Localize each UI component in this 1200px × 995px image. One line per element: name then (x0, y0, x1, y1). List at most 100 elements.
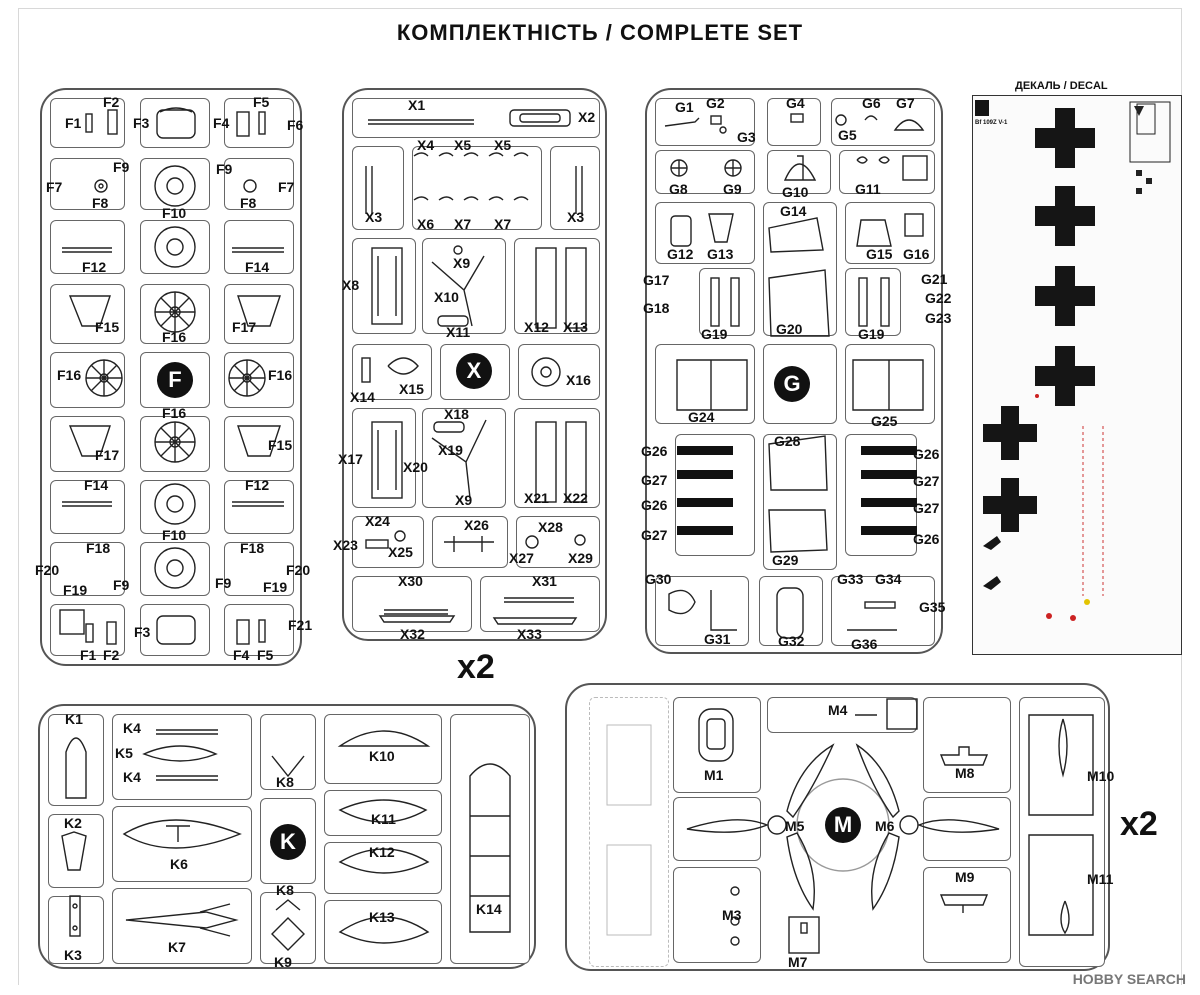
part-label: X27 (509, 550, 534, 566)
cell (224, 480, 294, 534)
part-label: G23 (925, 310, 952, 326)
part-label: X18 (444, 406, 469, 422)
part-label: G35 (919, 599, 946, 615)
part-label: X4 (417, 137, 435, 153)
part-label: M7 (788, 954, 808, 970)
part-label: M5 (785, 818, 805, 834)
part-label: X24 (365, 513, 390, 529)
part-label: G16 (903, 246, 930, 262)
part-label: G5 (838, 127, 857, 143)
cell (831, 576, 935, 646)
cell (352, 146, 404, 230)
frame-left (18, 8, 19, 985)
part-label: G19 (858, 326, 885, 342)
part-label: F20 (286, 562, 311, 578)
part-label: G26 (641, 497, 668, 513)
part-label: K14 (476, 901, 502, 917)
part-label: X13 (563, 319, 588, 335)
part-label: K5 (115, 745, 133, 761)
part-label: K10 (369, 748, 395, 764)
part-label: X23 (333, 537, 358, 553)
part-label: K13 (369, 909, 395, 925)
part-label: G10 (782, 184, 809, 200)
part-label: G24 (688, 409, 715, 425)
part-label: K11 (371, 811, 396, 827)
cell (50, 98, 125, 148)
cell (50, 480, 125, 534)
part-label: X7 (454, 216, 472, 232)
part-label: M11 (1087, 871, 1114, 887)
cell (50, 220, 125, 274)
part-label: X21 (524, 490, 549, 506)
cell (224, 284, 294, 344)
part-label: K4 (123, 769, 141, 785)
part-label: M4 (828, 702, 848, 718)
decal-markings (975, 100, 1156, 621)
watermark: HOBBY SEARCH (1072, 971, 1186, 987)
part-label: X9 (453, 255, 471, 271)
sprue-k-parts (61, 729, 511, 951)
part-label: G9 (723, 181, 742, 197)
part-label: F15 (95, 319, 120, 335)
part-label: G14 (780, 203, 807, 219)
decal-sheet: Bf 109Z V-1 (972, 95, 1182, 655)
part-label: X25 (388, 544, 413, 560)
part-label: F4 (233, 647, 250, 663)
cell (352, 98, 600, 138)
part-label: F20 (35, 562, 60, 578)
part-label: X32 (400, 626, 425, 642)
cell (48, 814, 104, 888)
part-label: F18 (240, 540, 265, 556)
part-label: X10 (434, 289, 459, 305)
part-label: X7 (494, 216, 512, 232)
part-label: F3 (134, 624, 151, 640)
cell (224, 158, 294, 210)
part-label: F1 (80, 647, 97, 663)
part-label: G27 (913, 500, 940, 516)
cell (50, 542, 125, 596)
part-label: X1 (408, 97, 426, 113)
part-label: K2 (64, 815, 82, 831)
part-label: M8 (955, 765, 975, 781)
sprue-m-badge: M (825, 807, 861, 843)
cell (140, 220, 210, 274)
part-label: F8 (240, 195, 257, 211)
sprue-k: K (38, 704, 536, 969)
cell (352, 344, 432, 400)
cell (352, 408, 416, 508)
decal-title: ДЕКАЛЬ / DECAL (1015, 80, 1108, 92)
cell (422, 238, 506, 334)
part-label: G21 (921, 271, 948, 287)
part-label: M9 (955, 869, 975, 885)
part-label: X22 (563, 490, 588, 506)
cell (845, 202, 935, 264)
part-label: F9 (113, 577, 130, 593)
cell (1019, 697, 1105, 967)
part-label: X33 (517, 626, 542, 642)
part-label: G27 (913, 473, 940, 489)
cell (140, 480, 210, 534)
cell (550, 146, 600, 230)
part-label: G7 (896, 95, 915, 111)
part-label: X5 (494, 137, 512, 153)
part-label: F2 (103, 94, 120, 110)
cell (48, 714, 104, 806)
cell (260, 892, 316, 964)
part-label: G8 (669, 181, 688, 197)
part-label: K6 (170, 856, 188, 872)
cell (50, 352, 125, 408)
part-label: K3 (64, 947, 82, 963)
part-label: K8 (276, 882, 294, 898)
sprue-f-badge: F (157, 362, 193, 398)
part-label: X29 (568, 550, 593, 566)
sprue-k-badge: K (270, 824, 306, 860)
part-label: F19 (263, 579, 288, 595)
sprue-m: M (565, 683, 1110, 971)
cell (767, 697, 917, 733)
part-label: K8 (276, 774, 294, 790)
part-label: F14 (84, 477, 109, 493)
part-label: G18 (643, 300, 670, 316)
part-label: X19 (438, 442, 463, 458)
part-label: X8 (342, 277, 360, 293)
